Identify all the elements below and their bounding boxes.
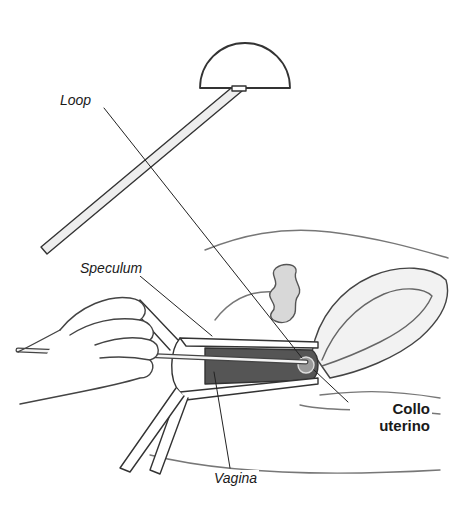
vagina-canal	[205, 348, 318, 384]
gloved-hand	[18, 297, 306, 404]
part-label: Loop	[58, 92, 93, 108]
uterus	[312, 268, 448, 378]
part-label: Vagina	[212, 470, 259, 486]
ovary	[270, 265, 300, 323]
loop-instrument	[41, 43, 290, 254]
organ-label: Collo uterino	[350, 400, 432, 435]
pelvis-outline	[150, 230, 448, 473]
leader-line	[104, 108, 348, 468]
part-label: Speculum	[78, 260, 144, 276]
